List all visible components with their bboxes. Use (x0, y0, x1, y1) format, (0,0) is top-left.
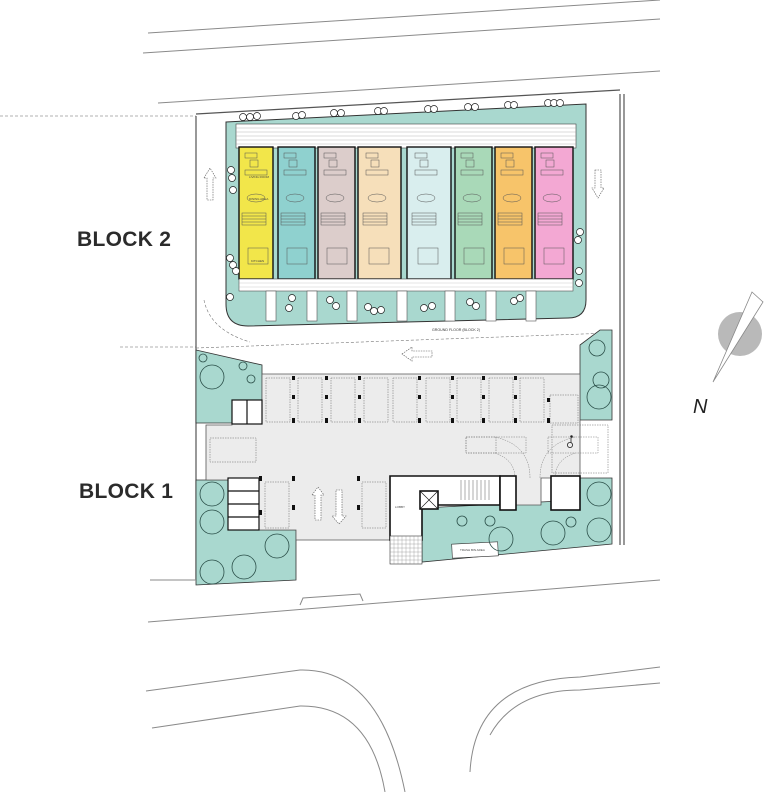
ramp-curves (465, 436, 599, 479)
wheelchair-icon (567, 435, 574, 448)
stores-left (227, 399, 263, 531)
block1-label: BLOCK 1 (79, 480, 174, 503)
north-label: N (693, 396, 708, 418)
svg-text:LIVING ROOM: LIVING ROOM (249, 175, 270, 179)
road-lines-bottom (145, 579, 661, 792)
unit-room-labels: LIVING ROOM DINING AREA KITCHEN (249, 175, 270, 263)
block1-ramp-arrows (311, 486, 347, 525)
entrance-hatch (389, 535, 423, 565)
block2-label: BLOCK 2 (77, 228, 172, 251)
unit-furniture (241, 152, 565, 265)
parking-floor (205, 373, 581, 541)
stairs (460, 480, 490, 500)
road-lines-top (142, 0, 661, 104)
entrance-arrows (203, 167, 605, 362)
trees-block1 (198, 339, 612, 585)
svg-text:DINING AREA: DINING AREA (249, 197, 268, 201)
svg-text:TRASH BIN AREA: TRASH BIN AREA (460, 548, 485, 552)
lobby-core (389, 475, 581, 541)
trees-block2 (226, 99, 584, 315)
trash-bin-area (451, 541, 499, 559)
lobby-label: LOBBY (395, 505, 405, 509)
parking-spaces-top (209, 377, 609, 529)
svg-text:KITCHEN: KITCHEN (251, 259, 264, 263)
block2-patios-bottom (238, 278, 574, 322)
ground-floor-label: GROUND FLOOR (BLOCK 2) (432, 328, 480, 332)
columns (259, 376, 550, 515)
driveway (195, 299, 611, 349)
block2-patios-top (235, 123, 577, 149)
north-arrow-icon (712, 291, 764, 383)
block1-landscape (195, 329, 613, 586)
